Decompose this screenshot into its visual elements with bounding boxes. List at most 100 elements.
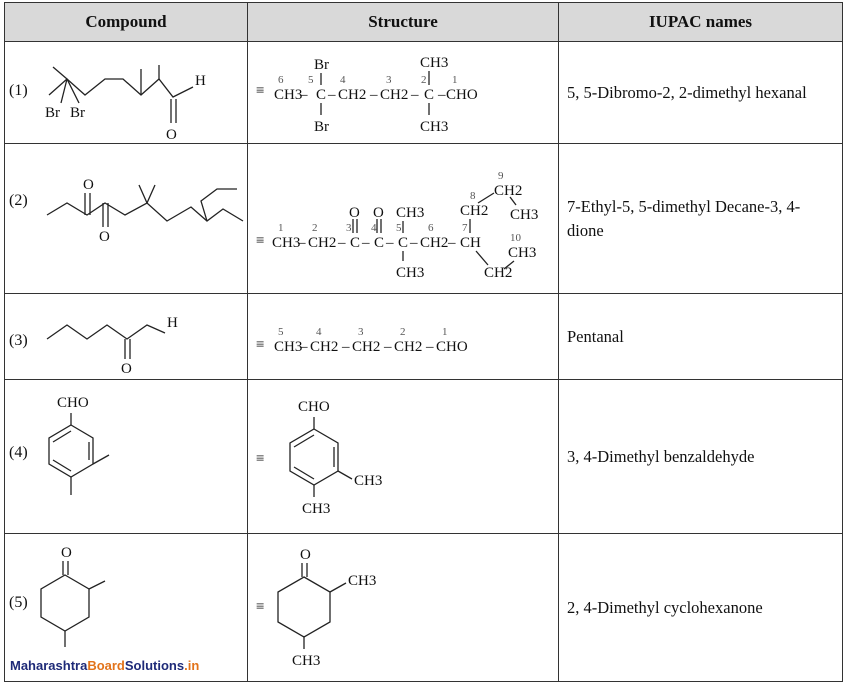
group-ch2: CH2: [308, 235, 336, 251]
position-number: 3: [358, 326, 364, 338]
oxygen-label: O: [99, 229, 110, 245]
ch3-substituent: CH3: [396, 265, 424, 281]
logo-text: Maharashtra: [10, 658, 88, 673]
ch2-substituent: CH2: [494, 183, 522, 199]
structure-cell: ≡ 6 CH3 – 5 C Br Br – 4 CH2 – 3 CH2 – 2 …: [247, 41, 559, 144]
oxygen-label: O: [373, 205, 384, 221]
group-c: C: [350, 235, 360, 251]
svg-text:–: –: [447, 235, 456, 251]
svg-text:–: –: [299, 339, 308, 355]
compound-2-skeletal-structure: (2) O O: [9, 177, 244, 245]
oxygen-label: O: [121, 361, 132, 377]
cho-label: CHO: [57, 395, 89, 411]
ch2-substituent: CH2: [484, 265, 512, 281]
ch3-substituent: CH3: [420, 119, 448, 135]
compound-1-skeletal-structure: (1) Br Br O H: [9, 64, 206, 143]
compound-number: (2): [9, 192, 28, 209]
compound-cell: (3) H O: [4, 293, 248, 380]
svg-text:–: –: [297, 235, 306, 251]
ch2-substituent: CH2: [460, 203, 488, 219]
group-cho: CHO: [446, 87, 478, 103]
group-ch2: CH2: [394, 339, 422, 355]
structure-cell: ≡ CHO CH3 CH3: [247, 379, 559, 534]
group-c: C: [374, 235, 384, 251]
group-ch2: CH2: [420, 235, 448, 251]
group-ch2: CH2: [352, 339, 380, 355]
svg-text:–: –: [437, 87, 446, 103]
compound-number: (4): [9, 444, 28, 461]
position-number: 8: [470, 190, 476, 202]
oxygen-label: O: [349, 205, 360, 221]
header-row: Compound Structure IUPAC names: [4, 2, 843, 42]
oxygen-label: O: [300, 547, 311, 563]
position-number: 9: [498, 170, 504, 182]
svg-text:–: –: [327, 87, 336, 103]
position-number: 4: [340, 74, 346, 86]
equivalence-symbol: ≡: [256, 599, 264, 615]
structure-2-condensed-formula: ≡ 1 CH3 – 2 CH2 – 3 C O – 4 C O – 5: [256, 170, 538, 281]
svg-text:–: –: [337, 235, 346, 251]
svg-text:–: –: [341, 339, 350, 355]
position-number: 6: [278, 74, 284, 86]
br-substituent: Br: [314, 119, 329, 135]
equivalence-symbol: ≡: [256, 337, 264, 353]
compound-cell: (5) O: [4, 533, 248, 682]
group-ch3: CH3: [274, 87, 302, 103]
group-ch2: CH2: [338, 87, 366, 103]
site-logo: MaharashtraBoardSolutions.in: [10, 658, 199, 673]
structure-cell: ≡ 1 CH3 – 2 CH2 – 3 C O – 4 C O – 5: [247, 143, 559, 294]
position-number: 10: [510, 232, 522, 244]
compound-number: (5): [9, 594, 28, 611]
position-number: 3: [386, 74, 392, 86]
group-ch2: CH2: [310, 339, 338, 355]
equivalence-symbol: ≡: [256, 233, 264, 249]
structure-cell: ≡ O CH3 CH3: [247, 533, 559, 682]
group-ch3: CH3: [272, 235, 300, 251]
ch3-substituent: CH3: [396, 205, 424, 221]
iupac-name: 2, 4-Dimethyl cyclohexanone: [558, 533, 843, 682]
group-c: C: [398, 235, 408, 251]
table-row: (1) Br Br O H ≡ 6 CH3 – 5: [4, 41, 843, 144]
iupac-name: 3, 4-Dimethyl benzaldehyde: [558, 379, 843, 534]
logo-text: .in: [184, 658, 200, 673]
iupac-name: 5, 5-Dibromo-2, 2-dimethyl hexanal: [558, 41, 843, 144]
structure-5-condensed-formula: ≡ O CH3 CH3: [256, 547, 376, 669]
header-structure: Structure: [247, 2, 559, 42]
table-row: (3) H O ≡ 5 CH3 – 4 CH2 – 3 CH2 – 2 C: [4, 293, 843, 380]
iupac-name: 7-Ethyl-5, 5-dimethyl Decane-3, 4-dione: [558, 143, 843, 294]
group-ch2: CH2: [380, 87, 408, 103]
position-number: 5: [308, 74, 314, 86]
header-compound: Compound: [4, 2, 248, 42]
header-iupac: IUPAC names: [558, 2, 843, 42]
position-number: 7: [462, 222, 468, 234]
svg-text:–: –: [299, 87, 308, 103]
position-number: 1: [442, 326, 448, 338]
svg-text:–: –: [410, 87, 419, 103]
compound-number: (1): [9, 82, 28, 99]
compound-number: (3): [9, 332, 28, 349]
position-number: 5: [396, 222, 402, 234]
svg-text:–: –: [361, 235, 370, 251]
position-number: 6: [428, 222, 434, 234]
position-number: 3: [346, 222, 352, 234]
ch3-substituent: CH3: [348, 573, 376, 589]
cho-label: CHO: [298, 399, 330, 415]
position-number: 2: [400, 326, 406, 338]
equivalence-symbol: ≡: [256, 83, 264, 99]
oxygen-label: O: [83, 177, 94, 193]
logo-text: Solutions: [124, 658, 185, 673]
iupac-name: Pentanal: [558, 293, 843, 380]
group-ch3: CH3: [274, 339, 302, 355]
group-ch: CH: [460, 235, 481, 251]
group-cho: CHO: [436, 339, 468, 355]
structure-4-condensed-formula: ≡ CHO CH3 CH3: [256, 399, 382, 517]
svg-text:–: –: [369, 87, 378, 103]
compound-5-skeletal-structure: (5) O: [9, 545, 106, 647]
br-label: Br: [70, 105, 85, 121]
ch3-substituent: CH3: [292, 653, 320, 669]
compound-cell: (1) Br Br O H: [4, 41, 248, 144]
svg-text:–: –: [409, 235, 418, 251]
ch3-substituent: CH3: [302, 501, 330, 517]
structure-cell: ≡ 5 CH3 – 4 CH2 – 3 CH2 – 2 CH2 – 1 CHO: [247, 293, 559, 380]
compound-cell: (4) CHO: [4, 379, 248, 534]
